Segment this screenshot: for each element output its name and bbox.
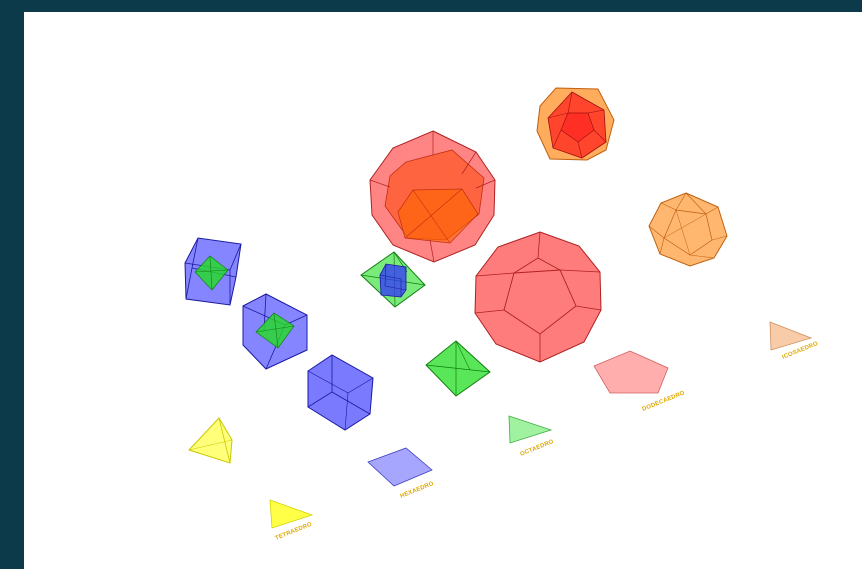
octahedron-face[interactable] [509, 416, 551, 443]
hexahedron-face[interactable] [368, 448, 432, 486]
octahedron-with-cube[interactable] [361, 252, 425, 307]
dodecahedron-with-icosahedron[interactable] [370, 131, 495, 262]
octahedron-solid[interactable] [426, 341, 490, 396]
cube-with-octahedron-1[interactable] [185, 238, 241, 305]
dodecahedron-face[interactable] [594, 351, 668, 393]
tetrahedron-solid[interactable] [189, 418, 232, 463]
icosahedron-with-dodecahedron[interactable] [537, 88, 614, 160]
cube-solid[interactable] [308, 355, 373, 430]
icosahedron-solid[interactable] [649, 193, 727, 266]
cube-with-octahedron-2[interactable] [243, 294, 307, 369]
dodecahedron-solid[interactable] [475, 232, 601, 362]
dodecahedron-label: DODECAEDRO [642, 390, 686, 413]
octahedron-label: OCTAEDRO [520, 439, 555, 458]
hexahedron-label: HEXAEDRO [400, 481, 435, 500]
